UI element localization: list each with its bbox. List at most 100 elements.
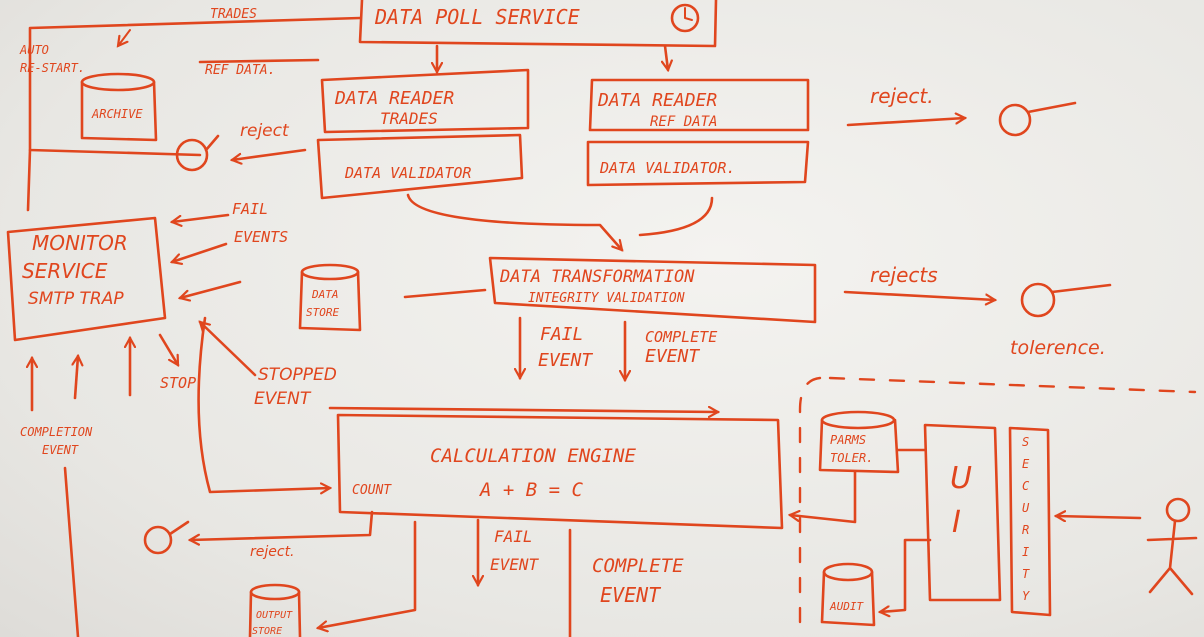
store-to-engine-arrow — [197, 316, 330, 492]
ui-box: U I — [923, 423, 1002, 602]
data-poll-service-label: DATA POLL SERVICE — [374, 5, 580, 29]
stopped-to-engine-line — [328, 408, 718, 412]
audit-label: AUDIT — [829, 600, 864, 613]
reject-left-sink-icon — [175, 138, 209, 172]
completion-event-1: COMPLETION — [20, 425, 93, 439]
reader-ref-validator: DATA VALIDATOR. — [599, 159, 735, 177]
stopped-event-1: STOPPED — [258, 365, 337, 385]
reject-left-arrow — [232, 148, 307, 160]
restart-label: RE-START. — [20, 61, 85, 75]
complete-event-bottom-2: EVENT — [600, 583, 662, 607]
rejects-label: rejects — [870, 263, 938, 287]
completion-arrow-2 — [75, 356, 78, 400]
trades-label: TRADES — [210, 7, 257, 22]
trades-to-transform-arrow — [406, 193, 622, 250]
monitor-service-box: MONITOR SERVICE SMTP TRAP — [6, 216, 167, 342]
rejects-tail — [1050, 283, 1112, 294]
data-transformation-box: DATA TRANSFORMATION INTEGRITY VALIDATION — [488, 256, 817, 324]
left-bottom-line — [63, 466, 80, 637]
archive-label: ARCHIVE — [91, 107, 143, 121]
poll-to-ref-arrow — [665, 44, 668, 70]
complete-event-mid-2: EVENT — [645, 346, 700, 367]
completion-event-2: EVENT — [42, 443, 79, 457]
security-letter-s: S — [1022, 435, 1029, 449]
fail-event-bottom-2: EVENT — [490, 555, 540, 574]
complete-event-bottom-1: COMPLETE — [592, 555, 684, 577]
reject-bottom-tail — [168, 520, 190, 536]
ui-region-border-top — [828, 376, 1197, 394]
fail-events-arrow-3 — [180, 280, 242, 298]
security-box: S E C U R I T Y — [1008, 426, 1052, 617]
calculation-engine-box: CALCULATION ENGINE COUNT A + B = C — [336, 413, 784, 530]
params-line-1: PARMS — [830, 433, 866, 447]
timer-icon — [670, 3, 700, 33]
reject-right-tail — [1026, 101, 1077, 114]
fail-event-mid-2: EVENT — [538, 350, 593, 371]
stop-arrow — [158, 333, 180, 365]
stopped-event-arrow — [200, 322, 257, 377]
security-letter-r: R — [1022, 523, 1029, 537]
archive-store: ARCHIVE — [80, 72, 158, 142]
params-to-engine-arrow — [790, 470, 857, 524]
transform-line-2: INTEGRITY VALIDATION — [528, 291, 685, 306]
ref-data-label: REF DATA. — [205, 63, 275, 78]
user-stick-figure-icon — [1146, 497, 1198, 596]
data-reader-trades-box: DATA READER TRADES DATA VALIDATOR — [316, 68, 530, 200]
output-store-line-2: STORE — [252, 626, 282, 637]
ui-line-1: U — [950, 461, 972, 496]
transform-line-1: DATA TRANSFORMATION — [499, 267, 695, 287]
security-letter-u: U — [1022, 501, 1030, 515]
params-store: PARMS TOLER. — [818, 410, 900, 474]
trades-line — [28, 16, 362, 157]
data-reader-ref-box: DATA READER REF DATA DATA VALIDATOR. — [586, 78, 810, 187]
complete-event-mid-1: COMPLETE — [645, 328, 717, 346]
engine-count: COUNT — [352, 483, 392, 498]
reader-trades-title-2: TRADES — [380, 109, 438, 128]
fail-events-arrow-1 — [172, 213, 230, 222]
tolerance-label: tolerence. — [1010, 337, 1106, 359]
ui-line-2: I — [952, 505, 961, 540]
ref-data-line — [198, 58, 320, 64]
security-letter-i: I — [1022, 545, 1029, 559]
output-store-line-1: OUTPUT — [256, 610, 293, 621]
store-to-transform-line — [403, 288, 487, 299]
security-letter-c: C — [1022, 479, 1030, 493]
ui-to-audit-arrow — [880, 538, 932, 612]
data-store-line-2: STORE — [306, 306, 339, 319]
ui-region-border-left — [798, 376, 822, 637]
security-letter-y: Y — [1022, 589, 1030, 603]
reject-right-label: reject. — [870, 84, 934, 108]
data-store-line-1: DATA — [311, 288, 339, 301]
fail-event-bottom-1: FAIL — [494, 527, 533, 546]
reject-bottom-arrow — [190, 510, 374, 540]
archive-arrow — [118, 29, 131, 46]
fail-events-label-2: EVENTS — [234, 228, 288, 246]
reject-right-arrow — [846, 118, 965, 127]
stop-label: STOP — [160, 374, 196, 392]
engine-to-output-arrow — [318, 520, 417, 628]
monitor-line-3: SMTP TRAP — [28, 289, 124, 309]
data-store: DATA STORE — [298, 263, 362, 332]
reader-ref-title-2: REF DATA — [650, 114, 717, 130]
restart-line — [26, 148, 32, 212]
clock-hands-icon — [684, 7, 693, 21]
engine-formula: A + B = C — [479, 479, 584, 501]
fail-events-label-1: FAIL — [232, 200, 268, 218]
monitor-line-2: SERVICE — [22, 259, 108, 283]
params-line-2: TOLER. — [830, 451, 873, 465]
monitor-line-1: MONITOR — [32, 231, 128, 255]
engine-title: CALCULATION ENGINE — [430, 445, 636, 467]
reject-bottom-label: reject. — [250, 544, 295, 560]
reject-right-sink-icon — [998, 103, 1032, 137]
rejects-arrow — [843, 290, 995, 300]
reject-left-label: reject — [240, 121, 290, 141]
audit-store: AUDIT — [820, 562, 876, 627]
output-store: OUTPUT STORE — [248, 583, 302, 637]
user-to-security-arrow — [1056, 516, 1142, 518]
rejects-sink-icon — [1020, 282, 1056, 318]
security-letter-t: T — [1022, 567, 1030, 581]
data-poll-service-box: DATA POLL SERVICE — [358, 0, 718, 48]
reader-ref-title-1: DATA READER — [597, 90, 717, 111]
reader-trades-validator: DATA VALIDATOR — [344, 164, 471, 182]
